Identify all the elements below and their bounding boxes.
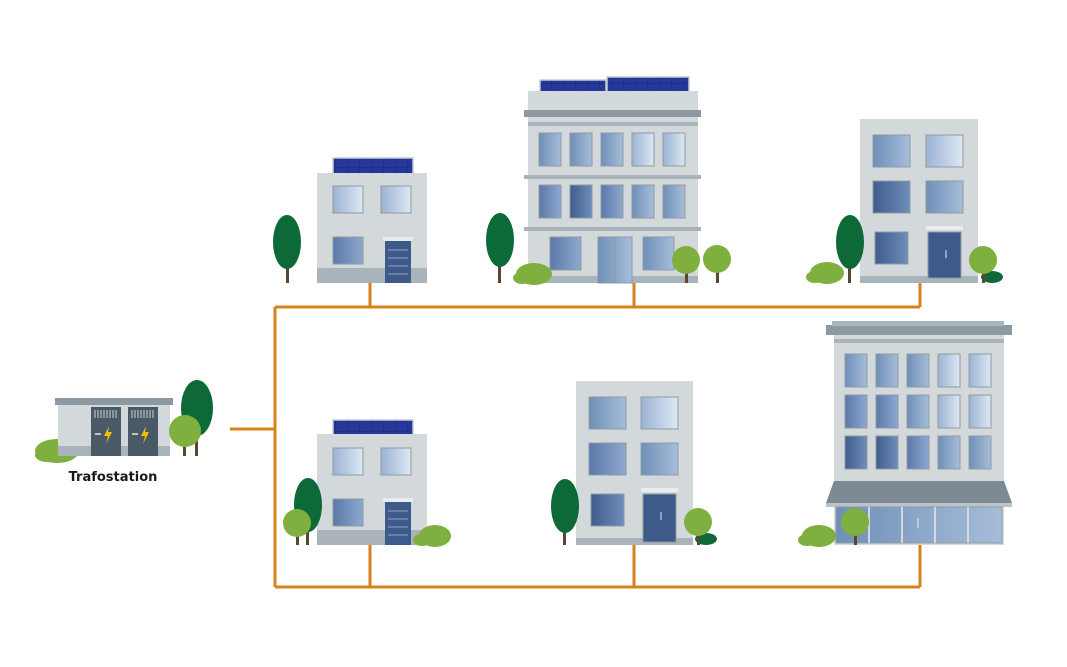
- window: [844, 435, 868, 470]
- window: [549, 236, 582, 271]
- building-office-shop-bottom: [798, 321, 1012, 547]
- window: [925, 134, 964, 168]
- tree-icon: [273, 215, 301, 269]
- tree-icon: [836, 215, 864, 269]
- window: [380, 447, 412, 476]
- tree-icon: [841, 508, 869, 536]
- window: [844, 353, 868, 388]
- window: [640, 442, 679, 476]
- lightning-icon: [104, 426, 112, 444]
- window: [906, 435, 930, 470]
- window: [332, 185, 364, 214]
- window: [875, 435, 899, 470]
- building-apartment-bottom: [551, 381, 717, 545]
- window: [332, 236, 364, 265]
- window: [872, 180, 911, 214]
- window: [844, 394, 868, 429]
- station-label: Trafostation: [69, 470, 158, 485]
- tree-icon: [551, 479, 579, 533]
- building-small-solar-top: [273, 157, 427, 283]
- power-grid-lines: [230, 283, 922, 589]
- building-tall-solar-top: [486, 76, 731, 285]
- window: [631, 132, 655, 167]
- window: [925, 180, 964, 214]
- window: [968, 353, 992, 388]
- window: [590, 493, 625, 527]
- door-icon: [642, 493, 677, 543]
- window: [874, 231, 909, 265]
- tree-icon: [703, 245, 731, 273]
- window: [380, 185, 412, 214]
- door-icon: [385, 241, 411, 283]
- window: [569, 132, 593, 167]
- solar-panel-icon: [332, 157, 414, 175]
- building-apartment-top: [806, 119, 1003, 284]
- window: [662, 132, 686, 167]
- window: [600, 132, 624, 167]
- window: [538, 132, 562, 167]
- door-icon: [385, 502, 411, 545]
- tree-icon: [672, 246, 700, 274]
- shop-awning: [826, 481, 1012, 503]
- tree-icon: [169, 415, 201, 447]
- building-small-solar-bottom: [283, 419, 451, 547]
- solar-panel-icon: [332, 419, 414, 436]
- window: [968, 394, 992, 429]
- window: [937, 353, 961, 388]
- window: [937, 394, 961, 429]
- window: [875, 394, 899, 429]
- window: [662, 184, 686, 219]
- window: [538, 184, 562, 219]
- window: [631, 184, 655, 219]
- solar-panel-icon: [539, 79, 607, 93]
- window: [906, 394, 930, 429]
- window: [588, 442, 627, 476]
- transformer-station-icon: [35, 380, 213, 463]
- tree-icon: [486, 213, 514, 267]
- window: [569, 184, 593, 219]
- tree-icon: [684, 508, 712, 536]
- window: [968, 435, 992, 470]
- tree-icon: [969, 246, 997, 274]
- solar-panel-icon: [606, 76, 690, 93]
- window: [875, 353, 899, 388]
- window: [642, 236, 675, 271]
- window: [332, 498, 364, 527]
- window: [600, 184, 624, 219]
- window: [640, 396, 679, 430]
- window: [588, 396, 627, 430]
- window: [332, 447, 364, 476]
- window: [937, 435, 961, 470]
- window: [906, 353, 930, 388]
- door-icon: [927, 231, 962, 279]
- tree-icon: [283, 509, 311, 537]
- lightning-icon: [141, 426, 149, 444]
- window: [872, 134, 911, 168]
